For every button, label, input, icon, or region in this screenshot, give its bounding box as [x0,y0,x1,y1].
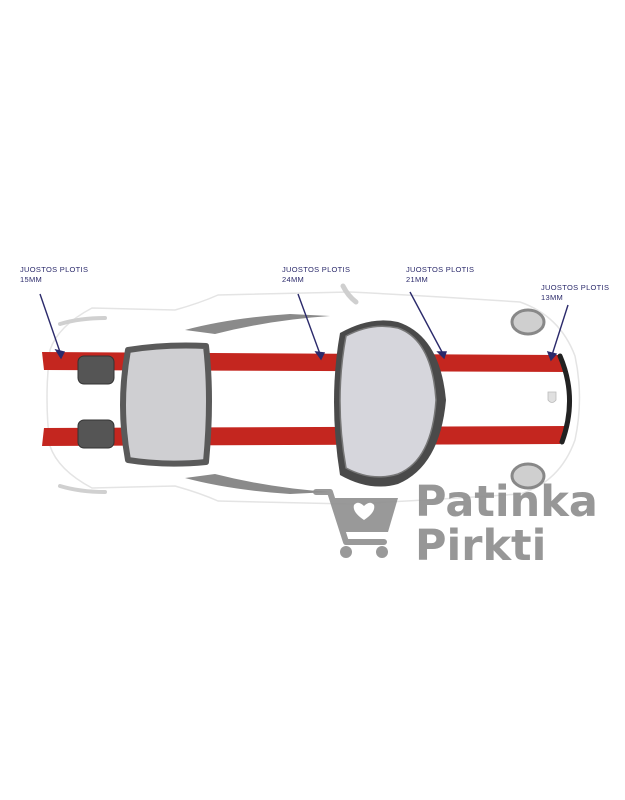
callout-value: 13MM [541,293,564,302]
headlight-top [510,308,546,336]
callout-label: JUOSTOS PLOTIS [406,265,475,274]
stripe-bottom [42,426,568,446]
leader-arrow-1 [54,348,66,360]
stripe-top [42,352,568,372]
left-fender-line-bottom [58,484,107,494]
callout-value: 21MM [406,275,429,284]
rear-vent-bottom [77,419,115,449]
leader-arrow-3 [436,351,447,360]
right-side-mirror [340,283,359,305]
leader-line-4 [551,304,569,356]
porsche-crest-icon [547,391,557,403]
leader-lines [39,291,569,362]
callout-value: 24MM [282,275,305,284]
stripe-width-callout-roof: JUOSTOS PLOTIS 24MM [282,265,350,285]
watermark-line-2: Pirkti [415,521,547,571]
leader-line-3 [409,291,443,353]
callout-label: JUOSTOS PLOTIS [20,265,89,274]
leader-line-2 [297,293,321,355]
leader-arrow-4 [546,350,558,362]
callout-value: 15MM [20,275,43,284]
windshield [339,325,437,478]
rear-window [120,342,212,467]
watermark-line-1: Patinka [415,477,598,527]
left-fender-line [58,316,107,326]
side-window-top [185,314,330,334]
stripe-width-callout-rear: JUOSTOS PLOTIS 15MM [20,265,88,285]
stripe-width-callout-front: JUOSTOS PLOTIS 13MM [541,283,609,303]
leader-arrow-2 [314,351,326,361]
leader-line-1 [39,293,61,353]
callout-label: JUOSTOS PLOTIS [541,283,610,292]
rear-vent-top [77,355,115,385]
cart-heart-icon [313,489,398,558]
front-bumper-edge [557,353,572,445]
stripe-width-callout-windshield: JUOSTOS PLOTIS 21MM [406,265,474,285]
callout-label: JUOSTOS PLOTIS [282,265,351,274]
side-window-bottom [185,474,330,494]
headlight-bottom [510,462,546,490]
